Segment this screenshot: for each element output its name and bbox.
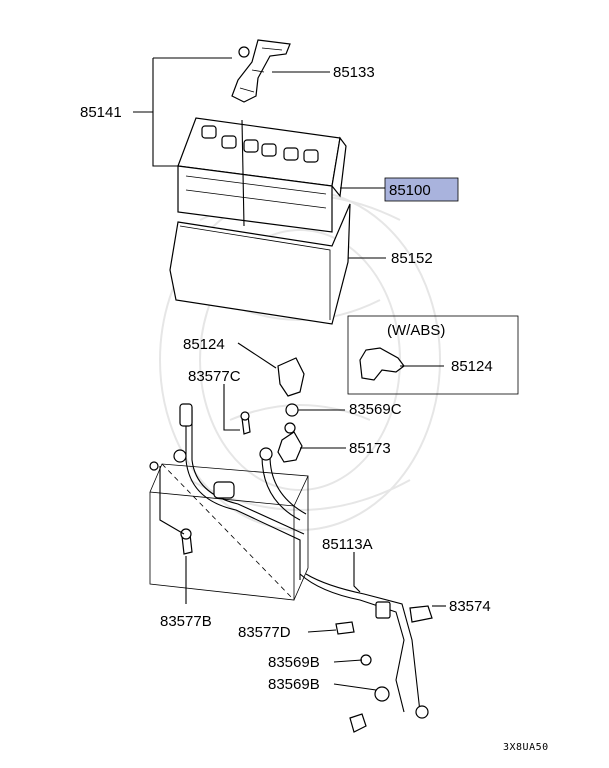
wiring-harness-85113a[interactable] xyxy=(149,403,433,733)
label-85133: 85133 xyxy=(333,64,375,81)
battery-tray-85152[interactable] xyxy=(169,203,351,325)
screw-83577c[interactable] xyxy=(240,411,251,435)
label-85152: 85152 xyxy=(391,250,433,267)
diagram-code: 3X8UA50 xyxy=(503,742,549,753)
label-83569b-upper: 83569B xyxy=(268,654,320,671)
label-83574: 83574 xyxy=(449,598,491,615)
wabs-option-box xyxy=(347,315,519,395)
battery-clamp-85133[interactable] xyxy=(231,39,291,103)
label-85173: 85173 xyxy=(349,440,391,457)
label-83569c: 83569C xyxy=(349,401,402,418)
label-wabs: (W/ABS) xyxy=(387,322,445,339)
screw-83577b[interactable] xyxy=(180,528,193,555)
terminal-cover-85124[interactable] xyxy=(237,342,305,397)
battery-outline xyxy=(149,463,309,601)
label-83569b-lower: 83569B xyxy=(268,676,320,693)
label-83577c: 83577C xyxy=(188,368,241,385)
label-83577b: 83577B xyxy=(160,613,212,630)
label-83577d: 83577D xyxy=(238,624,291,641)
label-85100-highlight xyxy=(384,177,459,202)
label-85141: 85141 xyxy=(80,104,122,121)
label-85124-left: 85124 xyxy=(183,336,225,353)
screw-83577d[interactable] xyxy=(335,621,355,635)
nut-83569c[interactable] xyxy=(285,403,299,417)
clamp-85173[interactable] xyxy=(277,422,303,463)
battery-85100[interactable] xyxy=(177,117,347,233)
label-85124-right: 85124 xyxy=(451,358,493,375)
label-85100[interactable]: 85100 xyxy=(389,182,431,199)
leader-lines xyxy=(133,57,446,691)
label-85113a: 85113A xyxy=(322,536,373,553)
